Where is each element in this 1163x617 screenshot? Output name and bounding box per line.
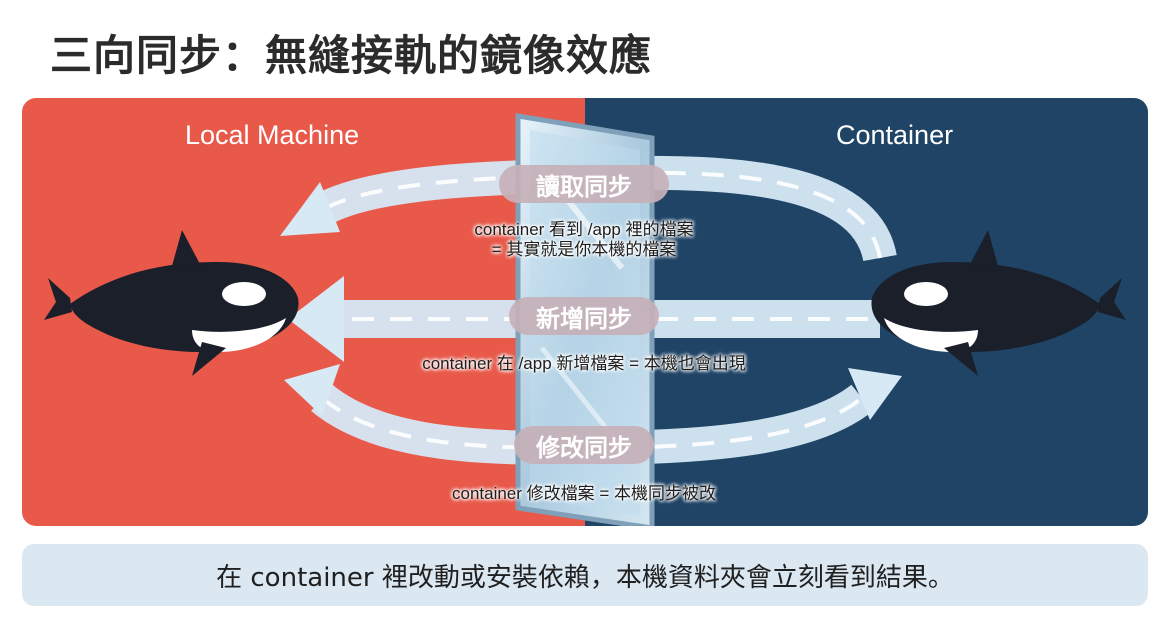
container-label: Container (836, 120, 954, 150)
right-orca-icon (871, 230, 1126, 376)
read-sync-caption-line2: = 其實就是你本機的檔案 (491, 240, 677, 259)
add-sync-caption: container 在 /app 新增檔案 = 本機也會出現 (422, 354, 746, 373)
modify-sync-label: 修改同步 (514, 426, 654, 464)
sync-diagram: Local Machine Container 讀取同步 container 看… (22, 98, 1148, 526)
read-sync-caption-line1: container 看到 /app 裡的檔案 (474, 220, 694, 239)
add-sync-label: 新增同步 (509, 297, 659, 335)
summary-banner: 在 container 裡改動或安裝依賴，本機資料夾會立刻看到結果。 (22, 544, 1148, 606)
modify-sync-caption: container 修改檔案 = 本機同步被改 (451, 484, 717, 503)
left-orca-icon (44, 230, 299, 376)
read-sync-label: 讀取同步 (499, 165, 669, 203)
local-machine-label: Local Machine (185, 120, 360, 150)
read-sync-caption: container 看到 /app 裡的檔案 = 其實就是你本機的檔案 (402, 220, 766, 260)
page-title: 三向同步：無縫接軌的鏡像效應 (50, 31, 653, 80)
